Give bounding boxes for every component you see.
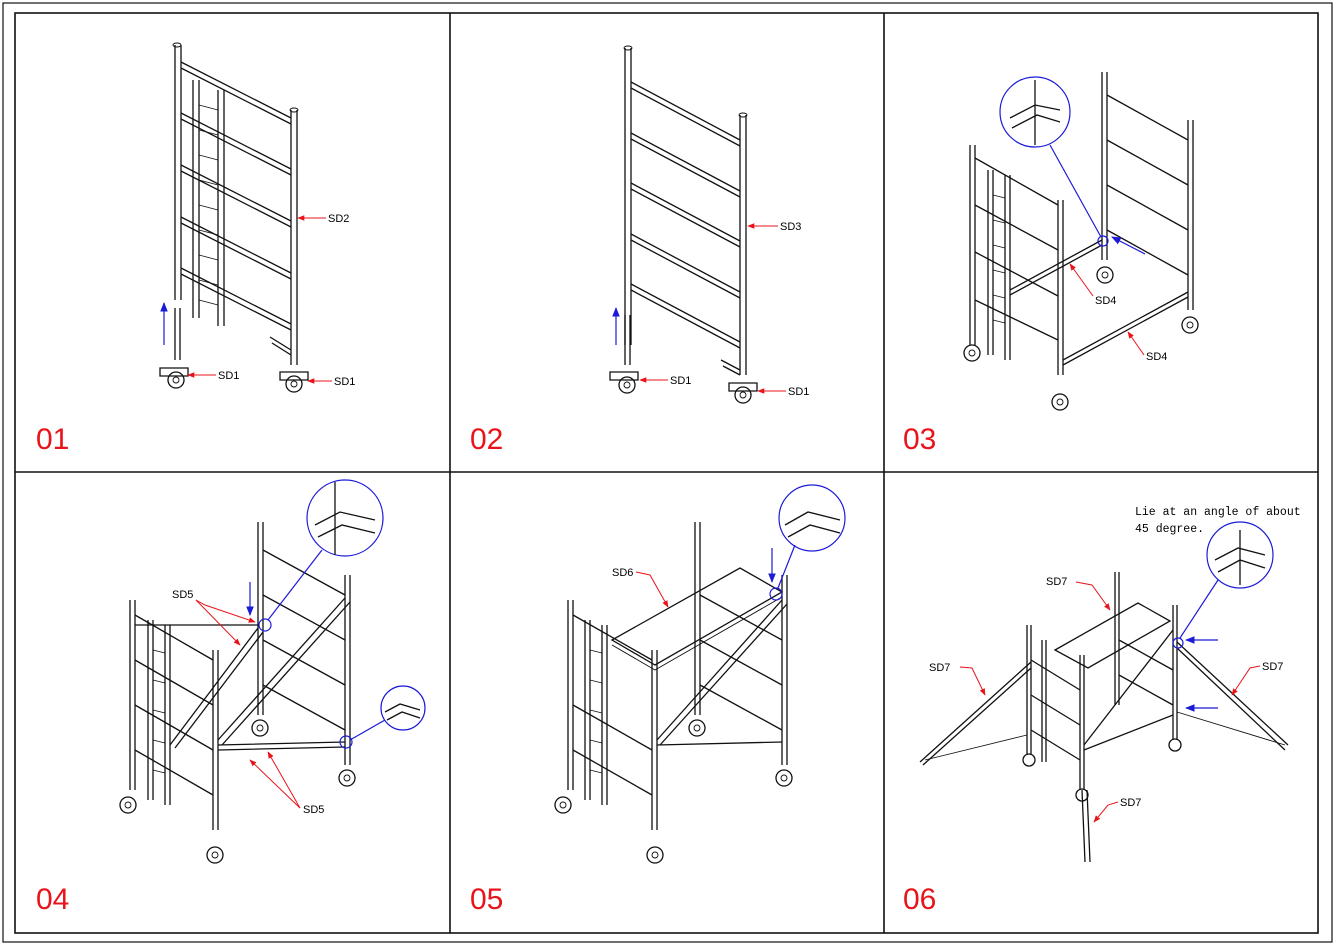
leader-line xyxy=(959,666,986,696)
leader-line xyxy=(267,751,301,809)
part-label: SD5 xyxy=(303,804,324,816)
leader-line xyxy=(1231,665,1261,696)
part-label: SD1 xyxy=(218,370,239,382)
insert-arrow xyxy=(1111,236,1146,255)
part-label: SD1 xyxy=(788,386,809,398)
panel-04: SD5 SD5 04 xyxy=(36,479,426,916)
scaffold-end-frame xyxy=(623,45,748,376)
platform-deck xyxy=(1053,602,1172,669)
leader-line xyxy=(1127,331,1145,356)
castor-wheel xyxy=(728,382,758,404)
scaffold-with-stabilisers xyxy=(919,572,1289,863)
step-number: 04 xyxy=(36,883,69,916)
leader-line xyxy=(195,599,241,646)
leader-line xyxy=(1069,263,1094,297)
part-label: SD6 xyxy=(612,567,633,579)
stabiliser-leg xyxy=(919,661,1032,766)
detail-callout xyxy=(1172,521,1274,649)
castor-wheel xyxy=(963,344,981,362)
part-label: SD3 xyxy=(780,221,801,233)
panel-02: SD3 SD1 SD1 02 xyxy=(470,45,809,456)
step-number: 02 xyxy=(470,423,503,456)
castor-wheel xyxy=(251,719,269,737)
detail-callout xyxy=(999,76,1109,247)
leader-line xyxy=(635,571,669,608)
panel-01: SD2 SD1 SD1 01 xyxy=(36,42,355,456)
step-number: 05 xyxy=(470,883,503,916)
platform-deck xyxy=(610,567,784,666)
scaffold-with-diagonal-braces xyxy=(129,522,351,830)
panel-03: SD4 SD4 03 xyxy=(903,72,1199,456)
castor-wheel xyxy=(1022,753,1036,767)
part-label: SD7 xyxy=(1046,576,1067,588)
castor-wheel xyxy=(279,371,309,393)
castor-wheel xyxy=(1168,738,1182,752)
leader-line xyxy=(249,759,301,809)
scaffold-two-frames-with-braces xyxy=(969,72,1194,375)
castor-wheel xyxy=(159,367,189,389)
castor-wheel xyxy=(1051,393,1069,411)
detail-callout xyxy=(339,685,426,749)
castor-wheel xyxy=(609,371,639,394)
instruction-note-line-2: 45 degree. xyxy=(1135,523,1204,536)
castor-wheel xyxy=(688,719,706,737)
stabiliser-leg xyxy=(1176,641,1289,751)
detail-callout xyxy=(769,484,846,601)
step-number: 03 xyxy=(903,423,936,456)
castor-wheel xyxy=(1075,788,1089,802)
part-label: SD7 xyxy=(1120,797,1141,809)
panel-05: SD6 05 xyxy=(470,484,846,916)
leader-line xyxy=(1093,801,1119,823)
castor-wheel xyxy=(1181,316,1199,334)
scaffold-end-frame-with-ladder xyxy=(172,42,299,365)
stabiliser-leg xyxy=(1081,789,1091,863)
part-label: SD5 xyxy=(172,589,193,601)
castor-wheel xyxy=(646,846,664,864)
detail-callout xyxy=(258,479,384,632)
castor-wheel xyxy=(338,769,356,787)
part-label: SD1 xyxy=(334,376,355,388)
scaffold-with-platform xyxy=(567,522,788,830)
castor-wheel xyxy=(554,796,572,814)
castor-wheel xyxy=(775,769,793,787)
castor-wheel xyxy=(119,796,137,814)
step-number: 06 xyxy=(903,883,936,916)
part-label: SD1 xyxy=(670,375,691,387)
part-label: SD7 xyxy=(929,662,950,674)
step-number: 01 xyxy=(36,423,69,456)
leader-line xyxy=(1075,581,1111,611)
castor-wheel xyxy=(206,846,224,864)
leader-line xyxy=(195,599,256,623)
part-label: SD4 xyxy=(1146,351,1167,363)
part-label: SD7 xyxy=(1262,661,1283,673)
part-label: SD2 xyxy=(328,213,349,225)
instruction-note-line-1: Lie at an angle of about xyxy=(1135,506,1301,519)
castor-wheel xyxy=(1096,266,1114,284)
part-label: SD4 xyxy=(1095,295,1116,307)
inner-border xyxy=(14,12,1319,934)
panel-06: SD7 SD7 SD7 SD7 Lie at an angle of about… xyxy=(903,506,1301,916)
